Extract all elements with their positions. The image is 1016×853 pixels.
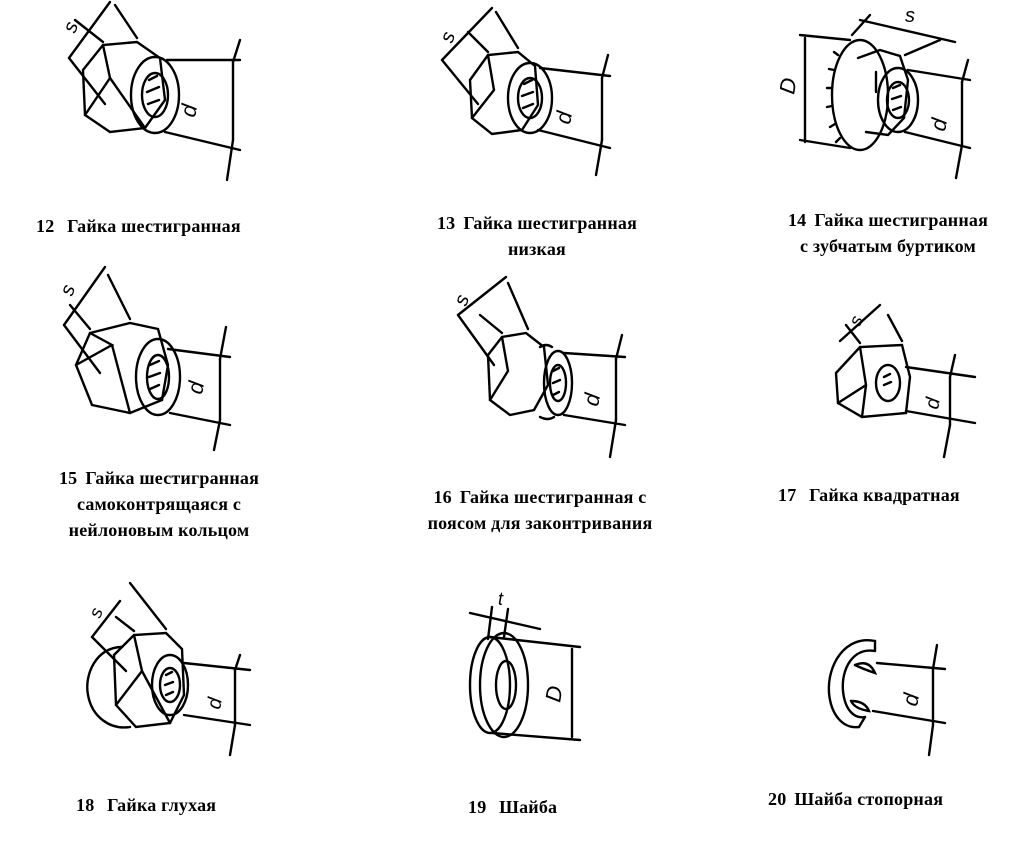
caption-line: Гайка шестигранная: [85, 468, 260, 488]
dim-d-label: d: [182, 379, 209, 396]
item-number: 20: [768, 789, 787, 809]
dim-s-label: s: [905, 5, 915, 27]
hex-nut-low-icon: s d: [436, 6, 612, 177]
caption-line: Шайба: [499, 797, 558, 817]
caption-line: самоконтрящаяся с: [76, 494, 242, 514]
hex-nut-icon: s d: [59, 0, 242, 182]
caption-12: 12 Гайка шестигранная: [36, 213, 241, 239]
dim-s-label: s: [56, 282, 80, 299]
caption-line: с зубчатым буртиком: [800, 236, 976, 256]
cap-nut-icon: s d: [85, 581, 252, 757]
caption-line: Гайка глухая: [107, 795, 217, 815]
nylon-lock-nut-icon: s d: [56, 265, 232, 452]
caption-line: Гайка шестигранная: [67, 216, 241, 236]
caption-16: 16 Гайка шестигранная с поясом для законт…: [400, 484, 680, 536]
item-number: 12: [36, 216, 55, 236]
dim-s-label: s: [436, 29, 460, 46]
item-number: 15: [58, 468, 78, 488]
dim-s-label: s: [85, 605, 107, 620]
flange-nut-icon: s D d: [780, 5, 972, 180]
caption-19: 19 Шайба: [468, 794, 557, 820]
dim-D-label: D: [780, 76, 802, 96]
caption-line: Гайка шестигранная: [814, 210, 989, 230]
dim-d-label: d: [175, 102, 202, 119]
retaining-washer-icon: d: [827, 639, 947, 757]
dim-D-label: D: [540, 684, 567, 704]
dim-d-label: d: [578, 391, 605, 408]
dim-s-label: s: [450, 292, 474, 309]
dim-d-label: d: [921, 395, 945, 411]
dim-s-label: s: [59, 19, 83, 36]
caption-line: Шайба стопорная: [794, 789, 944, 809]
caption-14: 14 Гайка шестигранная с зубчатым буртиком: [768, 207, 1008, 259]
dim-d-label: d: [925, 116, 952, 133]
item-number: 18: [76, 795, 95, 815]
caption-line: низкая: [507, 239, 566, 259]
item-number: 13: [436, 213, 456, 233]
item-number: 19: [468, 797, 487, 817]
caption-line: поясом для законтривания: [427, 513, 653, 533]
item-number: 14: [787, 210, 807, 230]
dim-d-label: d: [550, 109, 577, 126]
caption-20: 20 Шайба стопорная: [768, 786, 943, 812]
item-number: 17: [778, 485, 797, 505]
caption-17: 17 Гайка квадратная: [778, 482, 960, 508]
square-nut-icon: s d: [834, 303, 977, 459]
dim-d-label: d: [897, 691, 924, 708]
caption-line: Гайка квадратная: [809, 485, 960, 505]
caption-15: 15 Гайка шестигранная самоконтрящаяся с н…: [20, 465, 298, 543]
dim-t-label: t: [498, 589, 504, 609]
item-number: 16: [433, 487, 452, 507]
collar-lock-nut-icon: s d: [450, 275, 627, 459]
dim-d-label: d: [203, 695, 227, 711]
caption-line: нейлоновым кольцом: [68, 520, 250, 540]
caption-18: 18 Гайка глухая: [76, 792, 216, 818]
washer-icon: t D: [468, 589, 582, 742]
caption-13: 13 Гайка шестигранная низкая: [417, 210, 657, 262]
caption-line: Гайка шестигранная с: [459, 487, 647, 507]
caption-line: Гайка шестигранная: [463, 213, 638, 233]
